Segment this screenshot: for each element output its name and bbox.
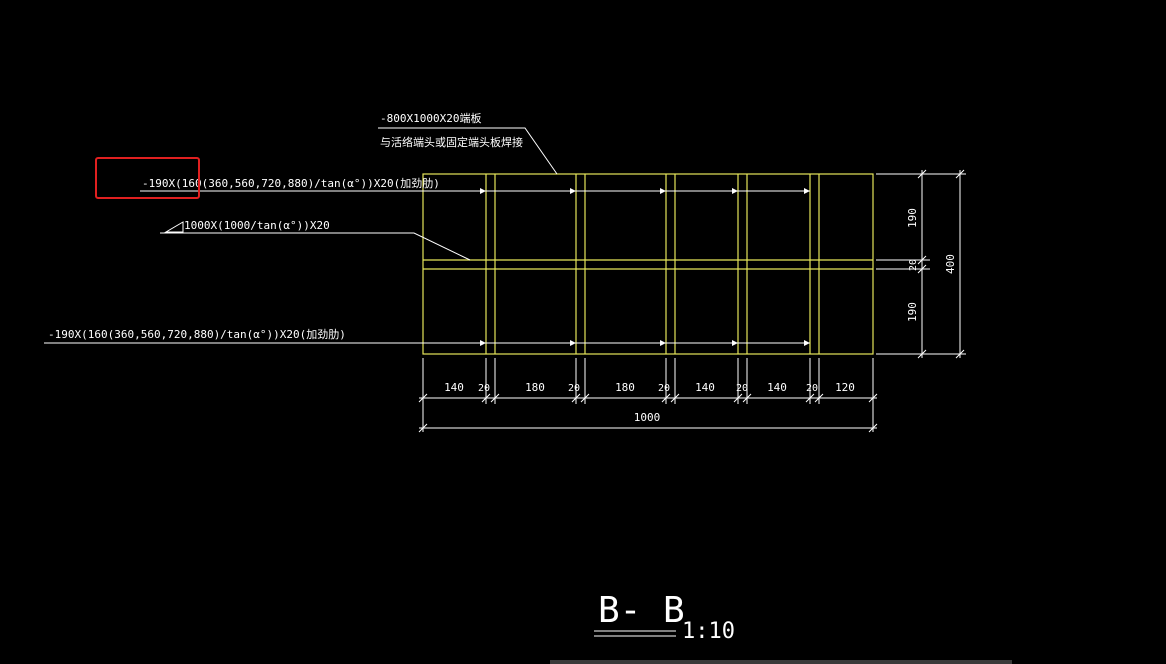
section-geometry [422, 173, 874, 355]
hdim-seg-6: 20 [658, 383, 670, 394]
vdim-lower-label: 190 [906, 302, 919, 322]
hdim-seg-7: 140 [695, 381, 715, 394]
section-scale: 1:10 [682, 619, 735, 644]
horizontal-dimensions [418, 358, 878, 433]
hdim-seg-5: 180 [615, 381, 635, 394]
stiffener-top-label: -190X(160(360,560,720,880)/tan(α°))X20(加… [142, 176, 440, 190]
vdim-total-label: 400 [944, 254, 957, 274]
selection-highlight-box [95, 157, 200, 199]
hdim-seg-4: 20 [568, 383, 580, 394]
end-plate-label: -800X1000X20端板 [380, 111, 481, 125]
angle-plate-leader [160, 232, 471, 261]
outer-plate-outline [422, 173, 874, 355]
end-plate-note: 与活络端头或固定端头板焊接 [380, 135, 523, 149]
vdim-ticks [917, 169, 965, 359]
angle-symbol-icon [164, 221, 184, 233]
hdim-seg-1: 140 [444, 381, 464, 394]
hdim-seg-10: 20 [806, 383, 818, 394]
angle-plate-label: 1000X(1000/tan(α°))X20 [184, 219, 330, 232]
stiffener-bottom-label: -190X(160(360,560,720,880)/tan(α°))X20(加… [48, 327, 346, 341]
vdim-upper-label: 190 [906, 208, 919, 228]
section-title: B- B [598, 590, 685, 631]
leader-lines [44, 127, 810, 346]
hdim-seg-2: 20 [478, 383, 490, 394]
hdim-seg-3: 180 [525, 381, 545, 394]
hdim-seg-8: 20 [736, 383, 748, 394]
vdim-middle-label: 20 [908, 259, 919, 271]
hdim-seg-9: 140 [767, 381, 787, 394]
hdim-ticks [418, 393, 878, 433]
vertical-dimensions [876, 169, 966, 359]
bottom-scrollbar[interactable] [550, 660, 1012, 664]
leader-arrowheads [480, 188, 810, 346]
end-plate-leader [378, 127, 558, 175]
hdim-total-label: 1000 [634, 411, 661, 424]
hdim-seg-11: 120 [835, 381, 855, 394]
